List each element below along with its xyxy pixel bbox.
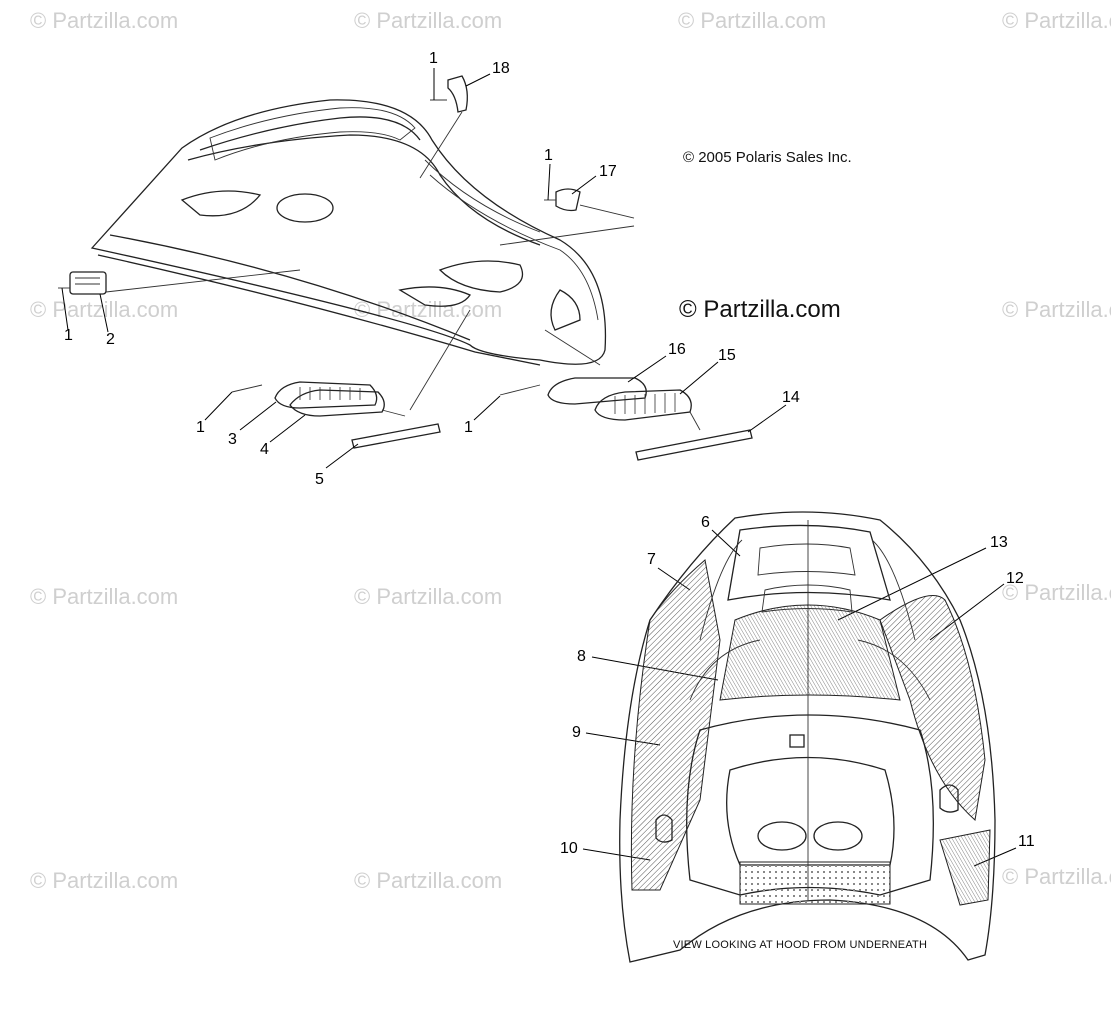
watermark: © Partzilla.com <box>354 8 503 33</box>
callout-2: 2 <box>106 331 115 348</box>
watermark: © Partzilla.com <box>678 8 827 33</box>
watermark: © Partzilla.com <box>30 297 179 322</box>
callout-14: 14 <box>782 389 800 406</box>
callout-12: 12 <box>1006 570 1024 587</box>
callout-11: 11 <box>1018 833 1035 850</box>
callout-9: 9 <box>572 724 581 741</box>
watermark: © Partzilla.com <box>1002 8 1111 33</box>
callout-18: 18 <box>492 60 510 77</box>
callout-10: 10 <box>560 840 578 857</box>
watermark: © Partzilla.com <box>1002 297 1111 322</box>
callout-1: 1 <box>196 419 205 436</box>
callout-16: 16 <box>668 341 686 358</box>
callout-5: 5 <box>315 471 324 488</box>
callout-4: 4 <box>260 441 269 458</box>
callout-1: 1 <box>464 419 473 436</box>
callout-15: 15 <box>718 347 736 364</box>
callout-17: 17 <box>599 163 617 180</box>
watermark: © Partzilla.com <box>354 584 503 609</box>
watermark: © Partzilla.com <box>30 8 179 33</box>
callout-13: 13 <box>990 534 1008 551</box>
view-caption: VIEW LOOKING AT HOOD FROM UNDERNEATH <box>673 939 928 951</box>
callout-8: 8 <box>577 648 586 665</box>
watermark: © Partzilla.com <box>1002 580 1111 605</box>
callout-1: 1 <box>429 50 438 67</box>
callout-6: 6 <box>701 514 710 531</box>
watermark: © Partzilla.com <box>354 868 503 893</box>
watermark: © Partzilla.com <box>354 297 503 322</box>
callout-1: 1 <box>64 327 73 344</box>
watermark: © Partzilla.com <box>1002 864 1111 889</box>
callout-7: 7 <box>647 551 656 568</box>
leader-lines <box>61 68 1017 867</box>
watermark: © Partzilla.com <box>30 868 179 893</box>
callout-1: 1 <box>544 147 553 164</box>
brand-label: © Partzilla.com <box>679 296 841 323</box>
callout-3: 3 <box>228 431 237 448</box>
hood-underneath-view <box>619 511 996 963</box>
copyright-notice: © 2005 Polaris Sales Inc. <box>683 149 852 166</box>
watermark: © Partzilla.com <box>30 584 179 609</box>
parts-exploded <box>58 75 753 461</box>
hood-top-view <box>90 99 607 366</box>
